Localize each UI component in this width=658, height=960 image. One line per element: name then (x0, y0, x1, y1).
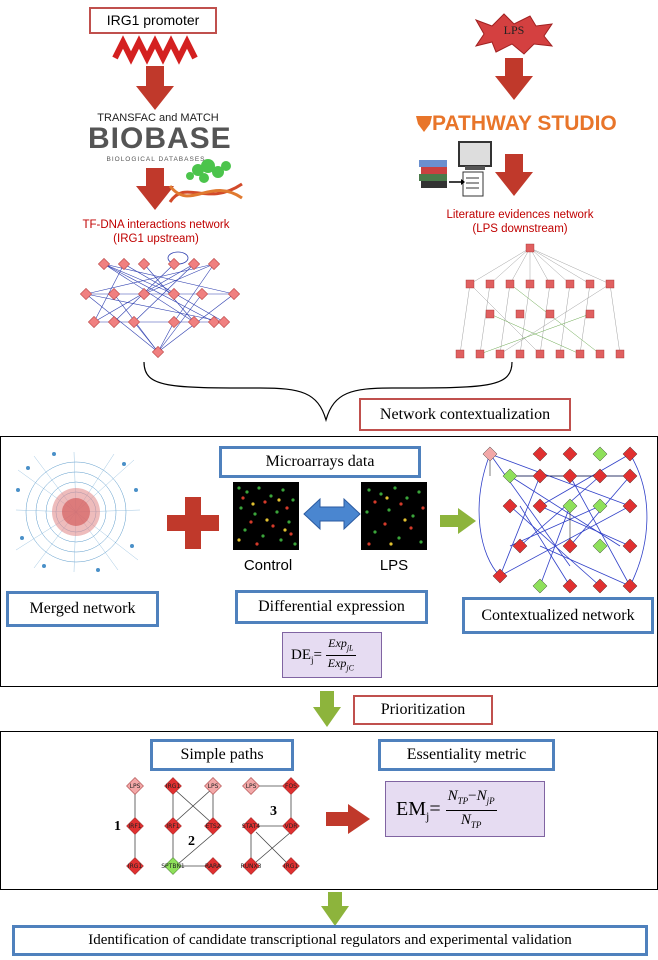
green-down-arrow-2 (321, 892, 349, 926)
microarrays-data-label: Microarrays data (265, 453, 375, 470)
tf-dna-title-line2: (IRG1 upstream) (113, 233, 199, 245)
control-label: Control (243, 557, 293, 574)
path-3-graph: LPS FOS STAT4 VDR RUNX3 IRG1 (241, 777, 300, 875)
network-contextualization-label: Network contextualization (379, 406, 551, 423)
red-right-arrow (326, 804, 370, 834)
tf-dna-title-line1: TF-DNA interactions network (82, 219, 230, 231)
microarray-control-image (233, 482, 299, 550)
tf-dna-network-graph (79, 251, 241, 359)
prioritization-label: Prioritization (380, 701, 466, 718)
path-1-graph: LPS IRF1 IRG1 (126, 777, 144, 875)
down-arrow-3 (495, 58, 533, 100)
plus-cross-icon (167, 497, 219, 549)
microarrays-data-box: Microarrays data (219, 446, 421, 478)
em-formula-num-b-sub: jP (486, 795, 495, 806)
essentiality-metric-box: Essentiality metric (378, 739, 555, 771)
path-3-node-6: IRG1 (284, 863, 299, 870)
de-formula-lhs: DE (291, 647, 311, 663)
path-2-node-4: ETS2 (205, 823, 220, 830)
dna-protein-icon (168, 159, 243, 203)
books-computer-icon (419, 141, 492, 197)
literature-network-title: Literature evidences network (LPS downst… (420, 208, 620, 236)
de-formula-fraction: ExpjL ExpjC (326, 636, 356, 676)
literature-title-line2: (LPS downstream) (472, 223, 568, 235)
path-3-node-5: RUNX3 (241, 863, 262, 870)
lps-star-label: LPS (503, 23, 525, 37)
em-formula-den: N (460, 811, 471, 828)
de-formula-den-sub: jC (346, 663, 354, 673)
dna-zigzag-icon (112, 35, 198, 65)
green-down-arrow-1 (313, 691, 341, 727)
contextualized-network-label: Contextualized network (481, 607, 635, 624)
biobase-logo: BIOBASE (88, 122, 232, 155)
contextualized-network-box: Contextualized network (462, 597, 654, 634)
merge-curly-brace (143, 361, 513, 423)
identification-box: Identification of candidate transcriptio… (12, 925, 648, 956)
irg1-promoter-box: IRG1 promoter (89, 7, 217, 34)
path-2-node-2: LPS (208, 783, 219, 790)
tf-dna-network-title: TF-DNA interactions network (IRG1 upstre… (60, 218, 252, 246)
transfac-label: TRANSFAC and MATCH (97, 112, 219, 124)
de-formula-num-sub: jL (346, 643, 354, 653)
path-2-node-3: IRF1 (166, 823, 179, 830)
lps-array-label: LPS (379, 557, 409, 574)
literature-title-line1: Literature evidences network (446, 209, 594, 221)
path-2-node-1: IRG1 (166, 783, 181, 790)
path-1-node-3: IRG1 (128, 863, 143, 870)
biobase-subtitle: BIOLOGICAL DATABASES (106, 156, 206, 163)
simple-paths-label: Simple paths (180, 746, 264, 763)
lps-star-shape (474, 13, 554, 55)
path-2-node-5: SPTBN1 (161, 863, 185, 870)
em-formula-sub: j (426, 809, 430, 823)
path-3-node-3: STAT4 (242, 823, 260, 830)
path-2-graph: IRG1 LPS IRF1 ETS2 SPTBN1 RARA (161, 777, 222, 875)
path-1-node-1: LPS (130, 783, 141, 790)
path-2-node-6: RARA (205, 863, 222, 870)
path-3-node-4: VDR (285, 823, 298, 830)
path-3-node-1: LPS (246, 783, 257, 790)
de-formula-sub: j (311, 655, 314, 665)
simple-paths-box: Simple paths (150, 739, 294, 771)
em-formula-lhs: EM (396, 798, 426, 820)
essentiality-metric-label: Essentiality metric (406, 746, 527, 763)
path-3-node-2: FOS (285, 783, 297, 790)
de-formula-box: DEj= ExpjL ExpjC (282, 632, 382, 678)
de-formula-num: Exp (328, 635, 347, 650)
path-number-3: 3 (270, 804, 277, 819)
pathway-studio-icon (416, 116, 432, 132)
contextualized-network-graph (478, 446, 648, 594)
differential-expression-box: Differential expression (235, 590, 428, 624)
path-1-node-2: IRF1 (128, 823, 141, 830)
down-arrow-2 (136, 168, 174, 210)
pathway-studio-logo: PATHWAY STUDIO (432, 112, 617, 135)
differential-expression-label: Differential expression (258, 598, 405, 615)
down-arrow-4 (495, 154, 533, 196)
em-formula-den-sub: TP (470, 819, 482, 830)
em-formula-box: EMj= NTP−NjP NTP (385, 781, 545, 837)
de-formula-den: Exp (327, 656, 347, 671)
double-arrow-icon (303, 497, 361, 531)
identification-label: Identification of candidate transcriptio… (88, 932, 572, 948)
network-contextualization-box: Network contextualization (359, 398, 571, 431)
path-number-2: 2 (188, 834, 195, 849)
green-right-arrow-1 (440, 508, 476, 534)
em-formula-num-a: N (447, 787, 458, 804)
merged-network-box: Merged network (6, 591, 159, 627)
literature-network-graph (455, 243, 625, 359)
down-arrow-1 (136, 66, 174, 110)
merged-network-label: Merged network (29, 600, 136, 617)
em-formula-minus: − (468, 787, 477, 804)
path-number-1: 1 (114, 819, 121, 834)
em-formula-num-b: N (476, 787, 487, 804)
prioritization-box: Prioritization (353, 695, 493, 725)
merged-network-hairball (15, 451, 141, 573)
irg1-promoter-label: IRG1 promoter (106, 12, 200, 28)
microarray-lps-image (361, 482, 427, 550)
em-formula-fraction: NTP−NjP NTP (445, 787, 497, 834)
em-formula-num-a-sub: TP (457, 795, 469, 806)
